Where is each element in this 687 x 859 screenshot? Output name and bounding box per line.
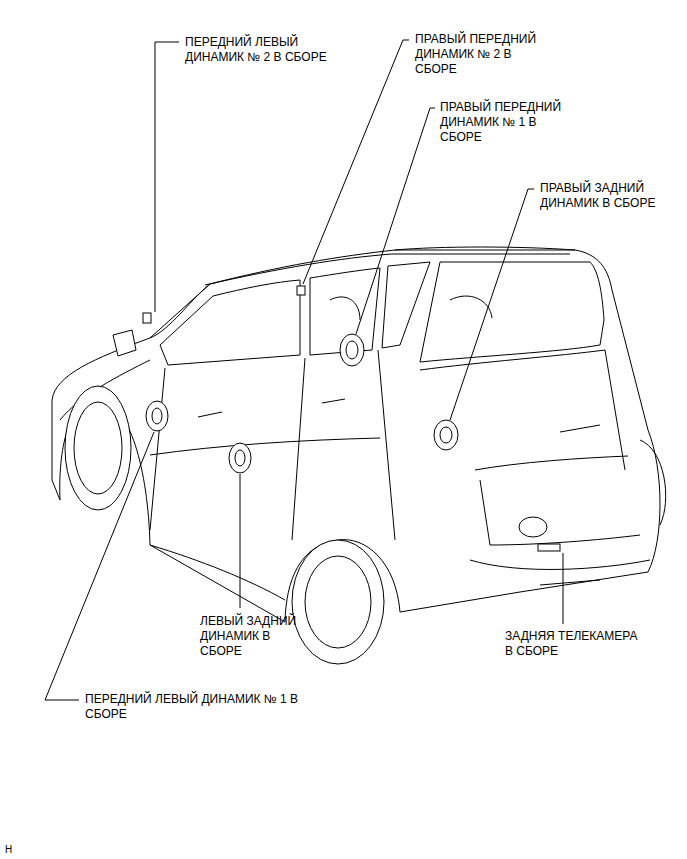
part-label: ПРАВЫЙ ПЕРЕДНИЙ ДИНАМИК № 1 В СБОРЕ [440,100,568,145]
part-label: ЗАДНЯЯ ТЕЛЕКАМЕРА В СБОРЕ [505,629,647,659]
leader-line [240,474,241,608]
speaker-symbol [146,401,168,431]
part-label: ПЕРЕДНИЙ ЛЕВЫЙ ДИНАМИК № 2 В СБОРЕ [185,35,335,65]
leader-lines [45,40,563,700]
speaker-symbol [152,408,162,424]
speaker-symbol [440,427,452,443]
part-label: ПЕРЕДНИЙ ЛЕВЫЙ ДИНАМИК № 1 В СБОРЕ [85,692,325,722]
speaker-symbols [143,286,560,551]
speaker-symbol [235,450,245,466]
leader-line [155,42,179,312]
leader-line [356,108,435,334]
speaker-symbol [346,341,358,359]
leader-line [450,189,534,420]
tweeter-symbol [297,286,305,295]
part-label-text: ПЕРЕДНИЙ ЛЕВЫЙ ДИНАМИК № 1 В СБОРЕ [85,692,325,722]
speaker-symbol [229,443,251,473]
speaker-symbol [340,334,364,366]
speaker-symbol [434,420,458,450]
part-label: H [5,842,25,857]
part-label-text: ЗАДНЯЯ ТЕЛЕКАМЕРА В СБОРЕ [505,629,647,659]
tweeter-symbol [143,313,151,323]
leader-line [563,553,564,624]
part-label-text: ЛЕВЫЙ ЗАДНИЙ ДИНАМИК В СБОРЕ [200,614,302,659]
part-label-text: ПРАВЫЙ ЗАДНИЙ ДИНАМИК В СБОРЕ [540,181,672,211]
part-label: ЛЕВЫЙ ЗАДНИЙ ДИНАМИК В СБОРЕ [200,614,302,659]
leader-line [303,40,409,284]
camera-symbol [538,544,560,551]
part-label-text: H [5,842,25,857]
part-label: ПРАВЫЙ ПЕРЕДНИЙ ДИНАМИК № 2 В СБОРЕ [415,32,543,77]
leader-line [45,432,154,700]
part-label: ПРАВЫЙ ЗАДНИЙ ДИНАМИК В СБОРЕ [540,181,672,211]
part-label-text: ПРАВЫЙ ПЕРЕДНИЙ ДИНАМИК № 1 В СБОРЕ [440,100,568,145]
part-label-text: ПРАВЫЙ ПЕРЕДНИЙ ДИНАМИК № 2 В СБОРЕ [415,32,543,77]
part-label-text: ПЕРЕДНИЙ ЛЕВЫЙ ДИНАМИК № 2 В СБОРЕ [185,35,335,65]
